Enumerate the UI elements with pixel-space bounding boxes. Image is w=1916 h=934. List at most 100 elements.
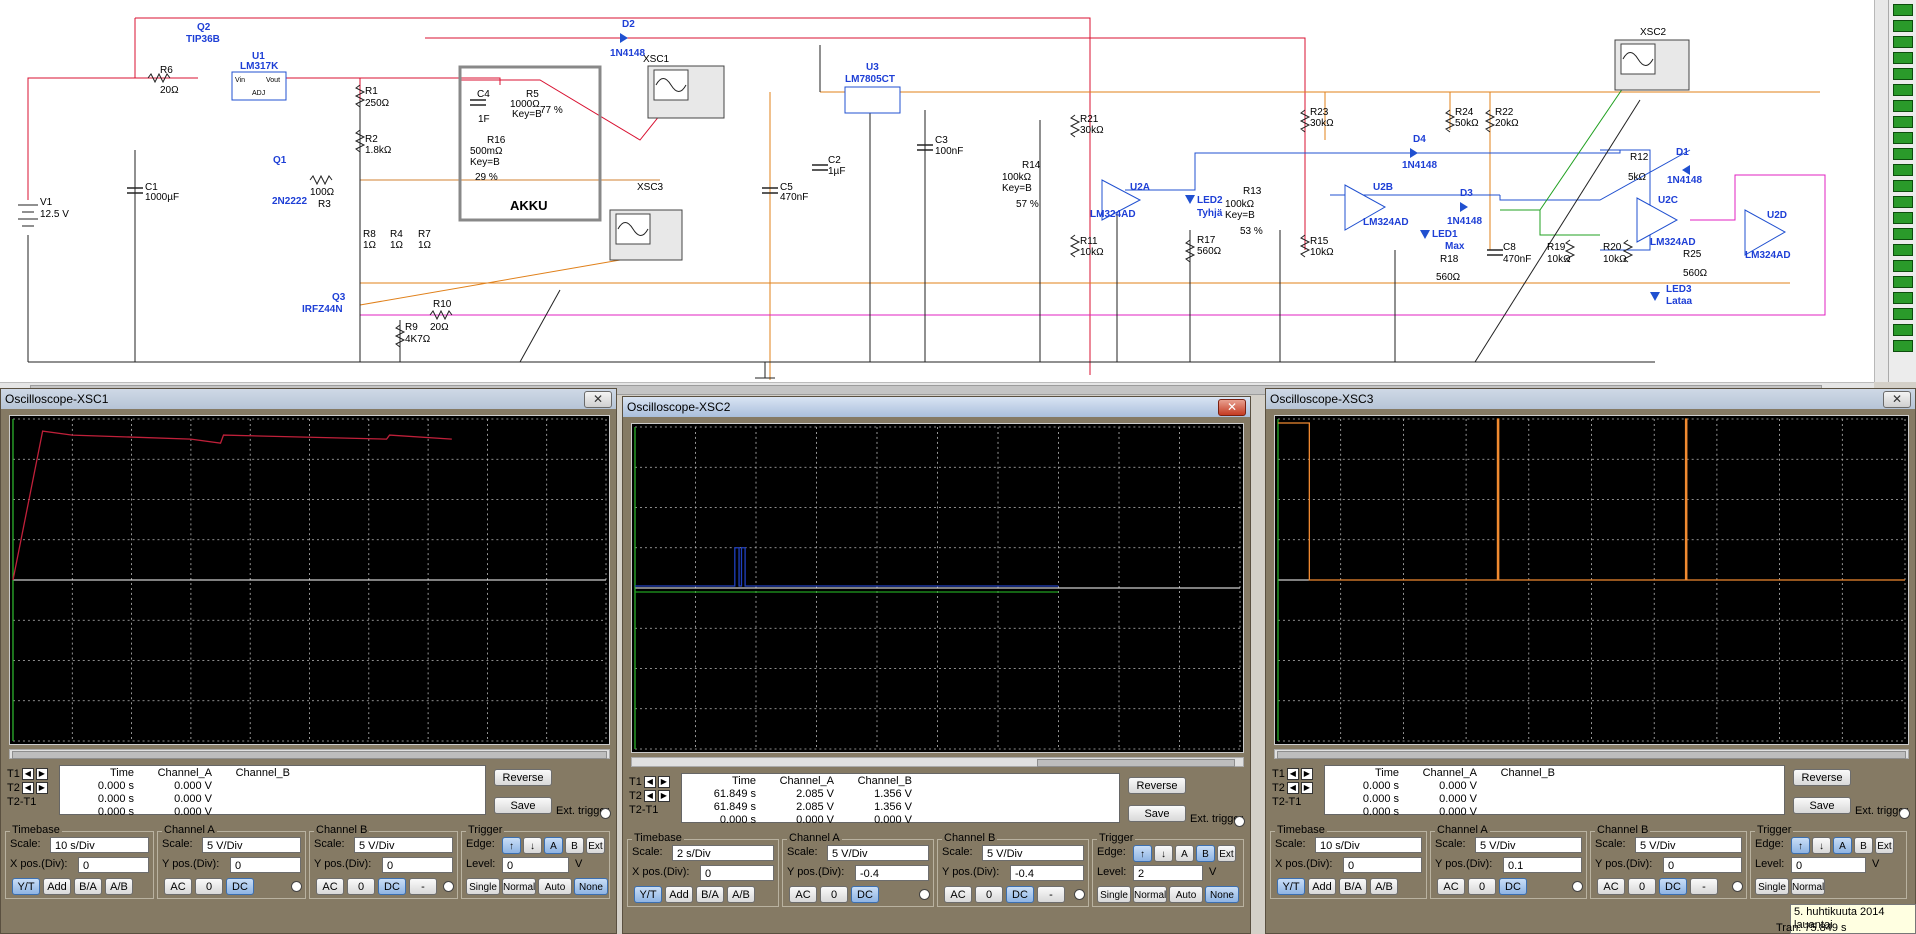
- mode-button[interactable]: A/B: [727, 886, 755, 903]
- edge-button[interactable]: A: [1175, 845, 1194, 862]
- close-button[interactable]: ✕: [584, 391, 612, 408]
- cursor-right-icon[interactable]: ▶: [35, 782, 48, 795]
- ypos-field[interactable]: 0: [382, 857, 453, 873]
- instrument-tool-icon[interactable]: [1893, 116, 1913, 128]
- coupling-button[interactable]: AC: [316, 878, 344, 895]
- edge-button[interactable]: B: [1196, 845, 1215, 862]
- instrument-tool-icon[interactable]: [1893, 20, 1913, 32]
- edge-button[interactable]: Ext: [1217, 845, 1236, 862]
- save-button[interactable]: Save: [494, 797, 552, 814]
- coupling-button[interactable]: DC: [1659, 878, 1687, 895]
- cursor-right-icon[interactable]: ▶: [35, 768, 48, 781]
- instrument-tool-icon[interactable]: [1893, 148, 1913, 160]
- coupling-button[interactable]: 0: [195, 878, 223, 895]
- cursor-left-icon[interactable]: ◀: [1286, 782, 1299, 795]
- coupling-button[interactable]: AC: [1597, 878, 1625, 895]
- instrument-tool-icon[interactable]: [1893, 292, 1913, 304]
- ypos-field[interactable]: 0: [230, 857, 301, 873]
- coupling-button[interactable]: AC: [164, 878, 192, 895]
- mode-button[interactable]: B/A: [1339, 878, 1367, 895]
- trigger-type-button[interactable]: Single: [1755, 878, 1789, 895]
- instrument-tool-icon[interactable]: [1893, 228, 1913, 240]
- coupling-button[interactable]: -: [1037, 886, 1065, 903]
- scope-screen[interactable]: [1274, 415, 1909, 745]
- xpos-field[interactable]: 0: [1343, 857, 1422, 873]
- coupling-radio[interactable]: [443, 881, 454, 892]
- ext-trigger-radio[interactable]: [1899, 808, 1910, 819]
- cursor-left-icon[interactable]: ◀: [643, 776, 656, 789]
- coupling-button[interactable]: -: [409, 878, 437, 895]
- edge-button[interactable]: ↑: [1791, 837, 1810, 854]
- xpos-field[interactable]: 0: [700, 865, 774, 881]
- trigger-type-button[interactable]: Auto: [1169, 886, 1203, 903]
- edge-button[interactable]: ↓: [1154, 845, 1173, 862]
- scale-field[interactable]: 5 V/Div: [1635, 837, 1742, 853]
- trigger-type-button[interactable]: None: [574, 878, 608, 895]
- trigger-type-button[interactable]: Normal: [1133, 886, 1167, 903]
- cursor-left-icon[interactable]: ◀: [21, 782, 34, 795]
- instrument-tool-icon[interactable]: [1893, 324, 1913, 336]
- screen-scrollbar[interactable]: [631, 757, 1244, 767]
- mode-button[interactable]: B/A: [696, 886, 724, 903]
- instrument-tool-icon[interactable]: [1893, 180, 1913, 192]
- edge-button[interactable]: Ext: [586, 837, 605, 854]
- cursor-right-icon[interactable]: ▶: [657, 790, 670, 803]
- coupling-button[interactable]: 0: [1628, 878, 1656, 895]
- instrument-tool-icon[interactable]: [1893, 196, 1913, 208]
- instrument-tool-icon[interactable]: [1893, 340, 1913, 352]
- reverse-button[interactable]: Reverse: [494, 769, 552, 786]
- scope-screen[interactable]: [631, 423, 1244, 753]
- close-button[interactable]: ✕: [1883, 391, 1911, 408]
- scale-field[interactable]: 10 s/Div: [1315, 837, 1422, 853]
- scale-field[interactable]: 10 s/Div: [50, 837, 149, 853]
- edge-button[interactable]: B: [1854, 837, 1873, 854]
- trigger-type-button[interactable]: Normal: [1791, 878, 1825, 895]
- trigger-type-button[interactable]: Auto: [538, 878, 572, 895]
- scope-screen[interactable]: [9, 415, 610, 745]
- ext-trigger-radio[interactable]: [600, 808, 611, 819]
- mode-button[interactable]: Y/T: [12, 878, 40, 895]
- instrument-tool-icon[interactable]: [1893, 52, 1913, 64]
- instrument-tool-icon[interactable]: [1893, 132, 1913, 144]
- reverse-button[interactable]: Reverse: [1793, 769, 1851, 786]
- mode-button[interactable]: Add: [665, 886, 693, 903]
- ypos-field[interactable]: 0.1: [1503, 857, 1582, 873]
- instrument-tool-icon[interactable]: [1893, 100, 1913, 112]
- schematic-canvas[interactable]: AKKU: [0, 0, 1874, 383]
- save-button[interactable]: Save: [1128, 805, 1186, 822]
- xpos-field[interactable]: 0: [78, 857, 149, 873]
- coupling-button[interactable]: 0: [820, 886, 848, 903]
- trigger-type-button[interactable]: Single: [1097, 886, 1131, 903]
- schematic-vertical-scrollbar[interactable]: [1874, 0, 1889, 382]
- coupling-button[interactable]: 0: [347, 878, 375, 895]
- trigger-type-button[interactable]: None: [1205, 886, 1239, 903]
- scroll-thumb[interactable]: [1277, 751, 1906, 759]
- save-button[interactable]: Save: [1793, 797, 1851, 814]
- scroll-thumb[interactable]: [12, 751, 607, 759]
- cursor-right-icon[interactable]: ▶: [1300, 782, 1313, 795]
- scale-field[interactable]: 5 V/Div: [202, 837, 301, 853]
- screen-scrollbar[interactable]: [9, 749, 610, 759]
- coupling-radio[interactable]: [919, 889, 930, 900]
- edge-button[interactable]: ↓: [523, 837, 542, 854]
- instrument-tool-icon[interactable]: [1893, 4, 1913, 16]
- instrument-tool-icon[interactable]: [1893, 36, 1913, 48]
- scale-field[interactable]: 5 V/Div: [1475, 837, 1582, 853]
- mode-button[interactable]: B/A: [74, 878, 102, 895]
- coupling-radio[interactable]: [1074, 889, 1085, 900]
- cursor-left-icon[interactable]: ◀: [1286, 768, 1299, 781]
- coupling-button[interactable]: 0: [975, 886, 1003, 903]
- instrument-tool-icon[interactable]: [1893, 84, 1913, 96]
- mode-button[interactable]: Add: [1308, 878, 1336, 895]
- mode-button[interactable]: Y/T: [1277, 878, 1305, 895]
- coupling-radio[interactable]: [1572, 881, 1583, 892]
- edge-button[interactable]: B: [565, 837, 584, 854]
- cursor-right-icon[interactable]: ▶: [657, 776, 670, 789]
- coupling-button[interactable]: DC: [851, 886, 879, 903]
- scale-field[interactable]: 5 V/Div: [982, 845, 1084, 861]
- edge-button[interactable]: A: [544, 837, 563, 854]
- close-button[interactable]: ✕: [1218, 399, 1246, 416]
